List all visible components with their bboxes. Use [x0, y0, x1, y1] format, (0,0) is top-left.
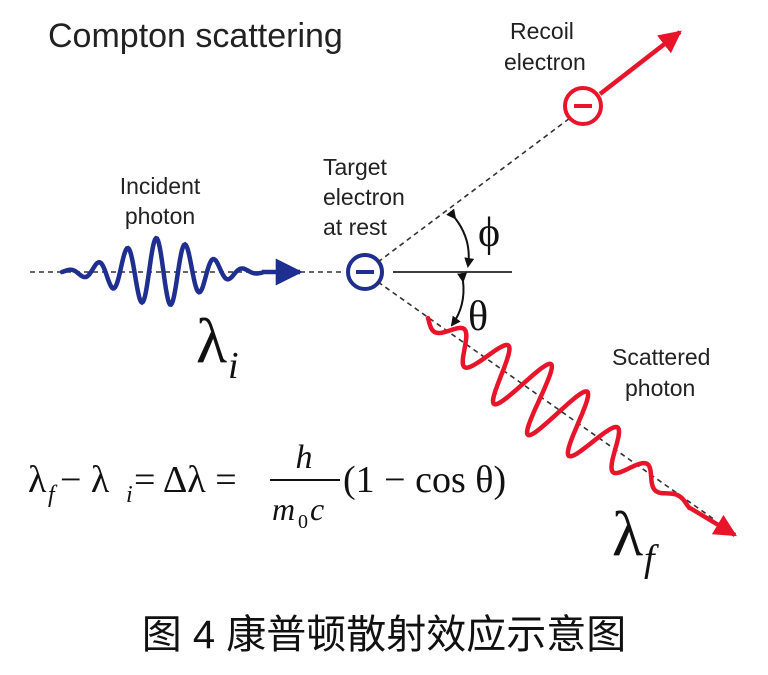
target-label-line1: Target	[323, 154, 388, 180]
formula-minus-lambda: − λ	[60, 459, 110, 501]
formula-equals-delta: = Δλ =	[134, 459, 237, 501]
formula-denominator-m: m	[272, 491, 295, 527]
theta-symbol: θ	[468, 294, 488, 340]
theta-angle-arc	[450, 272, 468, 327]
recoil-arrow	[598, 30, 682, 96]
scattered-arrow	[688, 506, 737, 537]
formula-lambda-f: λ	[28, 459, 47, 501]
compton-formula: λ f − λ i = Δλ = h m 0 c (1 − cos θ)	[28, 439, 506, 533]
target-label-line2: electron	[323, 184, 405, 210]
phi-angle-arc	[446, 208, 475, 268]
scattered-direction-line	[377, 281, 716, 521]
lambda-f-subscript: f	[644, 538, 659, 580]
incident-label-line1: Incident	[120, 173, 201, 199]
recoil-label-line1: Recoil	[510, 18, 574, 44]
target-label-line3: at rest	[323, 214, 388, 240]
diagram-title: Compton scattering	[48, 17, 343, 55]
lambda-i-symbol: λ	[196, 305, 227, 376]
figure-caption: 图 4 康普顿散射效应示意图	[142, 613, 626, 657]
phi-symbol: ϕ	[478, 210, 500, 256]
scattered-photon-wave	[425, 315, 692, 511]
formula-sub-i: i	[126, 482, 133, 508]
formula-denominator-c: c	[310, 491, 324, 527]
lambda-i-subscript: i	[228, 345, 239, 387]
recoil-label-line2: electron	[504, 49, 586, 75]
scattered-label-line1: Scattered	[612, 344, 710, 370]
formula-sub-f: f	[48, 482, 58, 508]
formula-paren: (1 − cos θ)	[343, 459, 506, 501]
incident-label-line2: photon	[125, 203, 195, 229]
formula-denominator-sub: 0	[298, 511, 308, 533]
lambda-f-symbol: λ	[612, 498, 643, 569]
scattered-label-line2: photon	[625, 375, 695, 401]
formula-numerator: h	[296, 439, 313, 476]
recoil-direction-line	[377, 117, 571, 263]
incident-photon-wave	[59, 235, 265, 307]
